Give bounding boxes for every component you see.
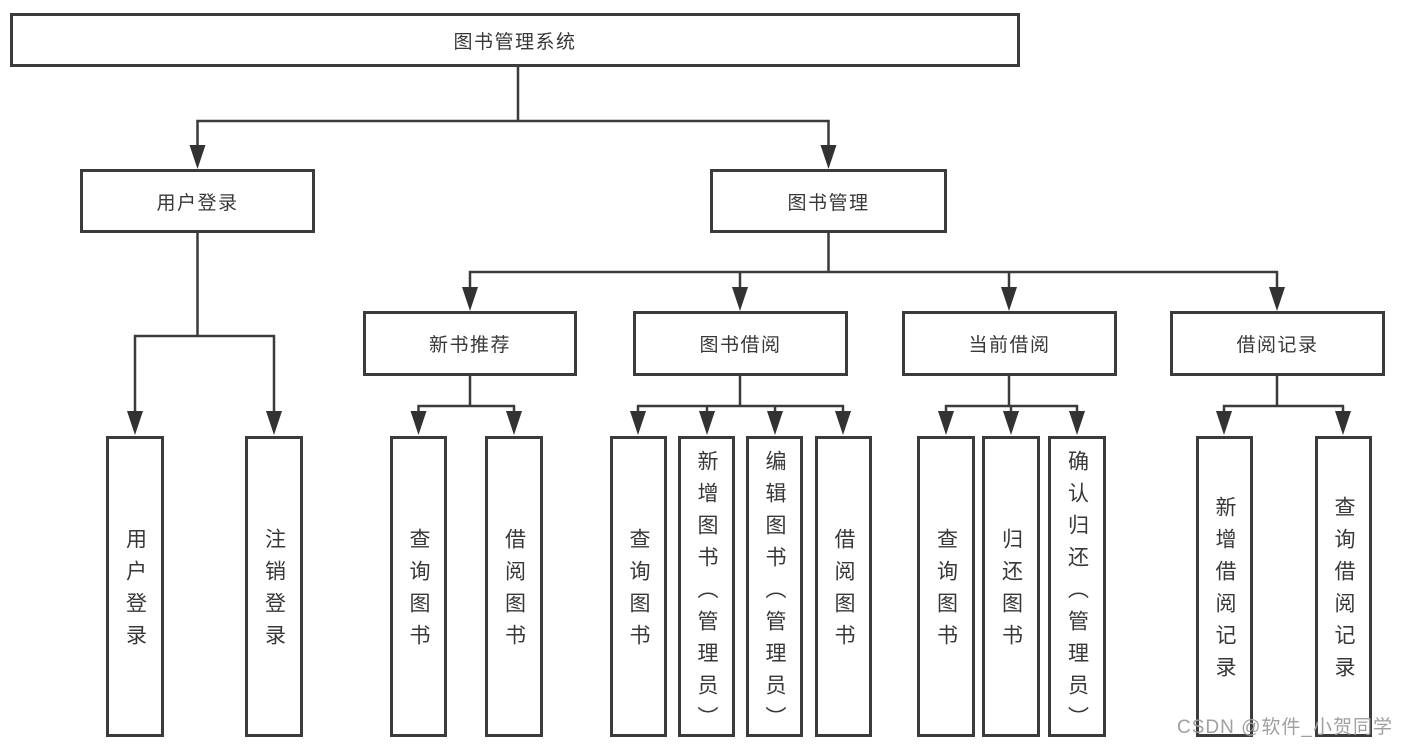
arrow-down-icon bbox=[462, 287, 478, 311]
leaf-recommend-borrow-books: 借阅图书 bbox=[485, 436, 543, 737]
node-new-book-recommend: 新书推荐 bbox=[363, 311, 577, 376]
node-label: 图书管理系统 bbox=[453, 31, 577, 53]
leaf-current-return-books: 归还图书 bbox=[982, 436, 1040, 737]
node-borrow-records: 借阅记录 bbox=[1170, 311, 1385, 376]
leaf-label: 新增图书（管理员） bbox=[695, 450, 718, 738]
arrow-down-icon bbox=[767, 411, 783, 435]
arrow-down-icon bbox=[699, 411, 715, 435]
node-library-management-system: 图书管理系统 bbox=[10, 13, 1020, 67]
node-book-management: 图书管理 bbox=[710, 169, 947, 233]
arrow-down-icon bbox=[1001, 287, 1017, 311]
arrow-down-icon bbox=[732, 287, 748, 311]
leaf-records-add-record: 新增借阅记录 bbox=[1196, 436, 1253, 737]
leaf-borrow-borrow-books: 借阅图书 bbox=[815, 436, 872, 737]
arrow-down-icon bbox=[835, 411, 851, 435]
leaf-recommend-query-books: 查询图书 bbox=[390, 436, 447, 737]
leaf-logout: 注销登录 bbox=[245, 436, 303, 737]
leaf-label: 新增借阅记录 bbox=[1213, 496, 1236, 688]
leaf-records-query-record: 查询借阅记录 bbox=[1315, 436, 1372, 737]
node-label: 图书管理 bbox=[787, 192, 870, 214]
arrow-down-icon bbox=[820, 145, 837, 169]
arrow-down-icon bbox=[630, 411, 646, 435]
arrow-down-icon bbox=[127, 411, 143, 435]
node-label: 图书借阅 bbox=[699, 335, 782, 356]
leaf-user-login: 用户登录 bbox=[106, 436, 164, 737]
arrow-down-icon bbox=[938, 411, 954, 435]
arrow-down-icon bbox=[1069, 411, 1085, 435]
arrow-down-icon bbox=[1216, 411, 1232, 435]
arrow-down-icon bbox=[1003, 411, 1019, 435]
leaf-borrow-edit-books-admin: 编辑图书（管理员） bbox=[746, 436, 803, 738]
node-book-borrowing: 图书借阅 bbox=[633, 311, 848, 376]
arrow-down-icon bbox=[1269, 287, 1285, 311]
node-label: 借阅记录 bbox=[1236, 335, 1319, 356]
leaf-label: 归还图书 bbox=[999, 528, 1023, 656]
leaf-label: 查询图书 bbox=[934, 528, 958, 656]
leaf-borrow-query-books: 查询图书 bbox=[610, 436, 667, 737]
leaf-label: 注销登录 bbox=[262, 528, 286, 656]
arrow-down-icon bbox=[266, 411, 282, 435]
leaf-label: 编辑图书（管理员） bbox=[763, 450, 786, 738]
leaf-label: 借阅图书 bbox=[832, 528, 855, 656]
arrow-down-icon bbox=[1335, 411, 1351, 435]
node-label: 当前借阅 bbox=[968, 335, 1051, 356]
leaf-label: 用户登录 bbox=[123, 528, 147, 656]
arrow-down-icon bbox=[506, 411, 522, 435]
csdn-watermark: CSDN @软件_小贺同学 bbox=[1177, 717, 1393, 738]
leaf-label: 确认归还（管理员） bbox=[1065, 450, 1089, 738]
arrow-down-icon bbox=[189, 145, 206, 169]
arrow-down-icon bbox=[410, 411, 427, 435]
leaf-label: 查询借阅记录 bbox=[1332, 496, 1355, 688]
node-user-login: 用户登录 bbox=[80, 169, 315, 233]
leaf-borrow-add-books-admin: 新增图书（管理员） bbox=[678, 436, 735, 738]
leaf-current-confirm-return-admin: 确认归还（管理员） bbox=[1048, 436, 1106, 738]
node-current-borrowing: 当前借阅 bbox=[902, 311, 1117, 376]
leaf-label: 查询图书 bbox=[407, 528, 430, 656]
leaf-label: 借阅图书 bbox=[502, 528, 526, 656]
leaf-current-query-books: 查询图书 bbox=[917, 436, 975, 737]
node-label: 新书推荐 bbox=[428, 335, 511, 356]
leaf-label: 查询图书 bbox=[627, 528, 650, 656]
node-label: 用户登录 bbox=[156, 192, 239, 214]
